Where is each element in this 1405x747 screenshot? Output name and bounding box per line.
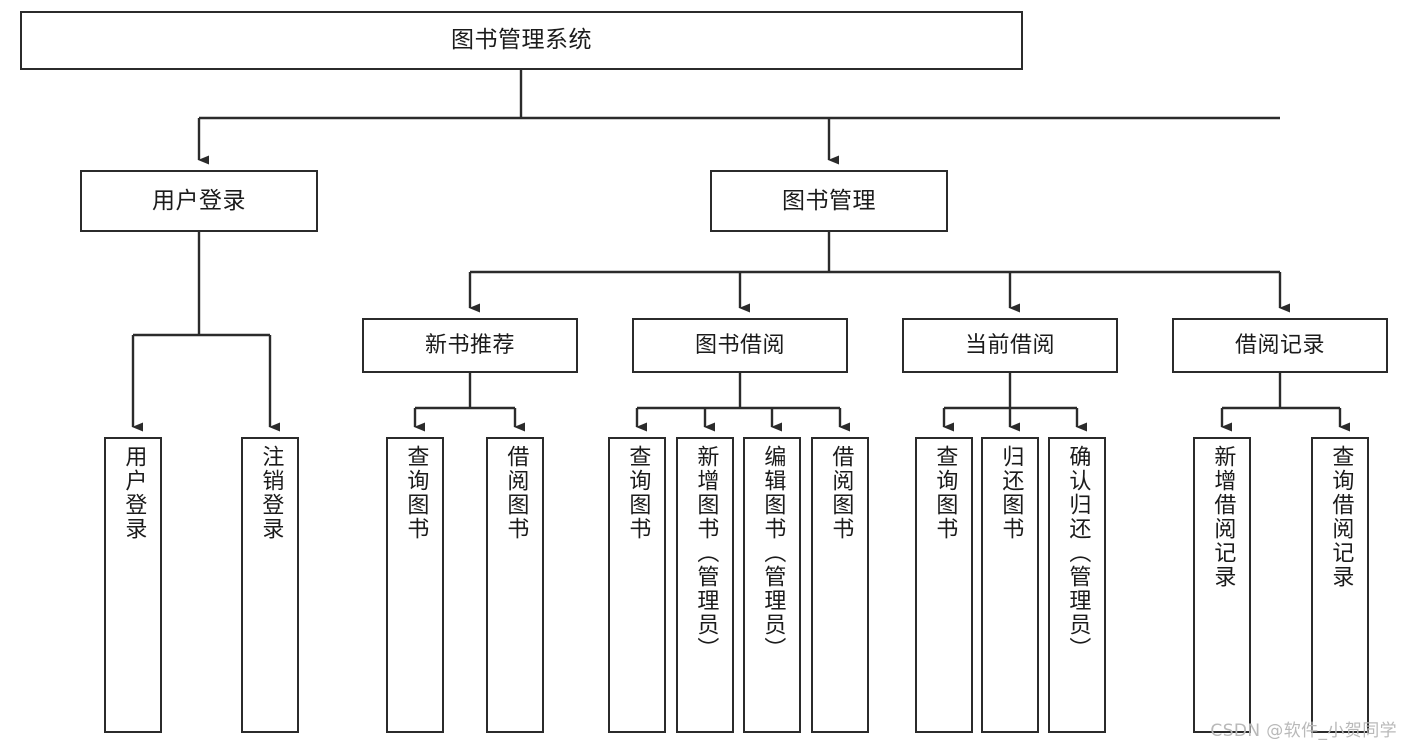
leaf-edit-book-admin[interactable]: 编辑图书（管理员） xyxy=(743,437,801,733)
node-label: 借阅记录 xyxy=(1234,332,1325,358)
node-label: 用户登录 xyxy=(121,445,147,541)
node-label: 查询图书 xyxy=(403,445,429,541)
node-label: 查询借阅记录 xyxy=(1328,445,1354,589)
leaf-query-book-borrow[interactable]: 查询图书 xyxy=(608,437,666,733)
leaf-query-borrow-record[interactable]: 查询借阅记录 xyxy=(1311,437,1369,733)
node-label: 当前借阅 xyxy=(964,332,1055,358)
node-label: 注销登录 xyxy=(258,445,284,541)
node-label: 图书借阅 xyxy=(694,332,785,358)
leaf-user-login[interactable]: 用户登录 xyxy=(104,437,162,733)
leaf-return-book[interactable]: 归还图书 xyxy=(981,437,1039,733)
node-label: 借阅图书 xyxy=(503,445,529,541)
node-label: 借阅图书 xyxy=(828,445,854,541)
node-book-borrow[interactable]: 图书借阅 xyxy=(632,318,848,373)
node-label: 新增图书（管理员） xyxy=(693,445,719,661)
node-label: 查询图书 xyxy=(625,445,651,541)
node-borrow-record[interactable]: 借阅记录 xyxy=(1172,318,1388,373)
node-label: 图书管理系统 xyxy=(451,27,592,53)
node-label: 图书管理 xyxy=(782,187,876,214)
leaf-add-book-admin[interactable]: 新增图书（管理员） xyxy=(676,437,734,733)
node-label: 用户登录 xyxy=(152,187,246,214)
leaf-borrow-book-new[interactable]: 借阅图书 xyxy=(486,437,544,733)
leaf-borrow-book[interactable]: 借阅图书 xyxy=(811,437,869,733)
leaf-confirm-return-admin[interactable]: 确认归还（管理员） xyxy=(1048,437,1106,733)
node-user-login[interactable]: 用户登录 xyxy=(80,170,318,232)
node-book-management[interactable]: 图书管理 xyxy=(710,170,948,232)
node-root-system[interactable]: 图书管理系统 xyxy=(20,11,1023,70)
node-label: 编辑图书（管理员） xyxy=(760,445,786,661)
leaf-query-book-new[interactable]: 查询图书 xyxy=(386,437,444,733)
node-label: 新增借阅记录 xyxy=(1210,445,1236,589)
node-label: 查询图书 xyxy=(932,445,958,541)
node-label: 确认归还（管理员） xyxy=(1065,445,1091,661)
node-new-book-recommend[interactable]: 新书推荐 xyxy=(362,318,578,373)
leaf-add-borrow-record[interactable]: 新增借阅记录 xyxy=(1193,437,1251,733)
node-label: 新书推荐 xyxy=(424,332,515,358)
node-label: 归还图书 xyxy=(998,445,1024,541)
watermark: CSDN @软件_小贺同学 xyxy=(1210,721,1397,741)
node-current-borrow[interactable]: 当前借阅 xyxy=(902,318,1118,373)
leaf-query-book-current[interactable]: 查询图书 xyxy=(915,437,973,733)
leaf-logout[interactable]: 注销登录 xyxy=(241,437,299,733)
